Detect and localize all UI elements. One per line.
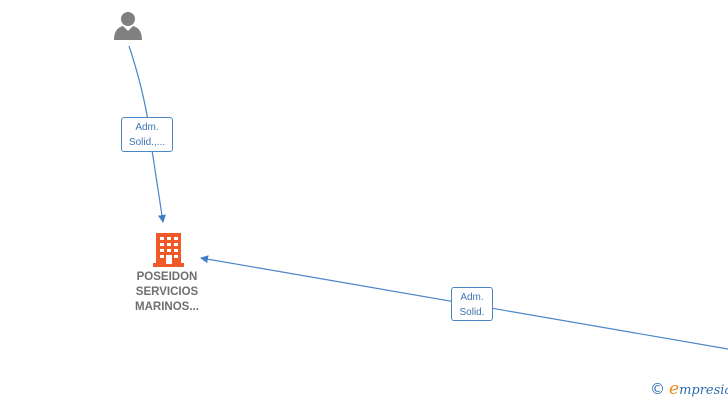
person-node[interactable] xyxy=(113,11,143,41)
edge-label-line: Adm. xyxy=(135,122,159,133)
company-name-line: MARINOS... xyxy=(135,301,199,313)
company-node[interactable] xyxy=(153,231,184,267)
brand-logo-initial: e xyxy=(669,379,680,399)
copyright-icon: © xyxy=(650,380,665,398)
company-name-line: POSEIDON xyxy=(136,271,198,283)
company-name-label[interactable]: POSEIDON SERVICIOS MARINOS... xyxy=(117,270,217,315)
company-name-line: SERVICIOS xyxy=(135,286,199,298)
edge-label-line: Solid.,... xyxy=(128,137,166,148)
building-icon xyxy=(153,233,184,267)
edge-label-line: Adm. xyxy=(460,292,484,303)
edge-label-line: Solid. xyxy=(459,307,485,318)
edge-label-role[interactable]: Adm. Solid. xyxy=(451,287,493,321)
brand-logo-text: mpresia xyxy=(679,383,728,398)
edge-label-role[interactable]: Adm. Solid.,... xyxy=(121,117,173,152)
empresia-watermark: ©empresia xyxy=(650,379,728,400)
person-icon xyxy=(114,12,142,40)
